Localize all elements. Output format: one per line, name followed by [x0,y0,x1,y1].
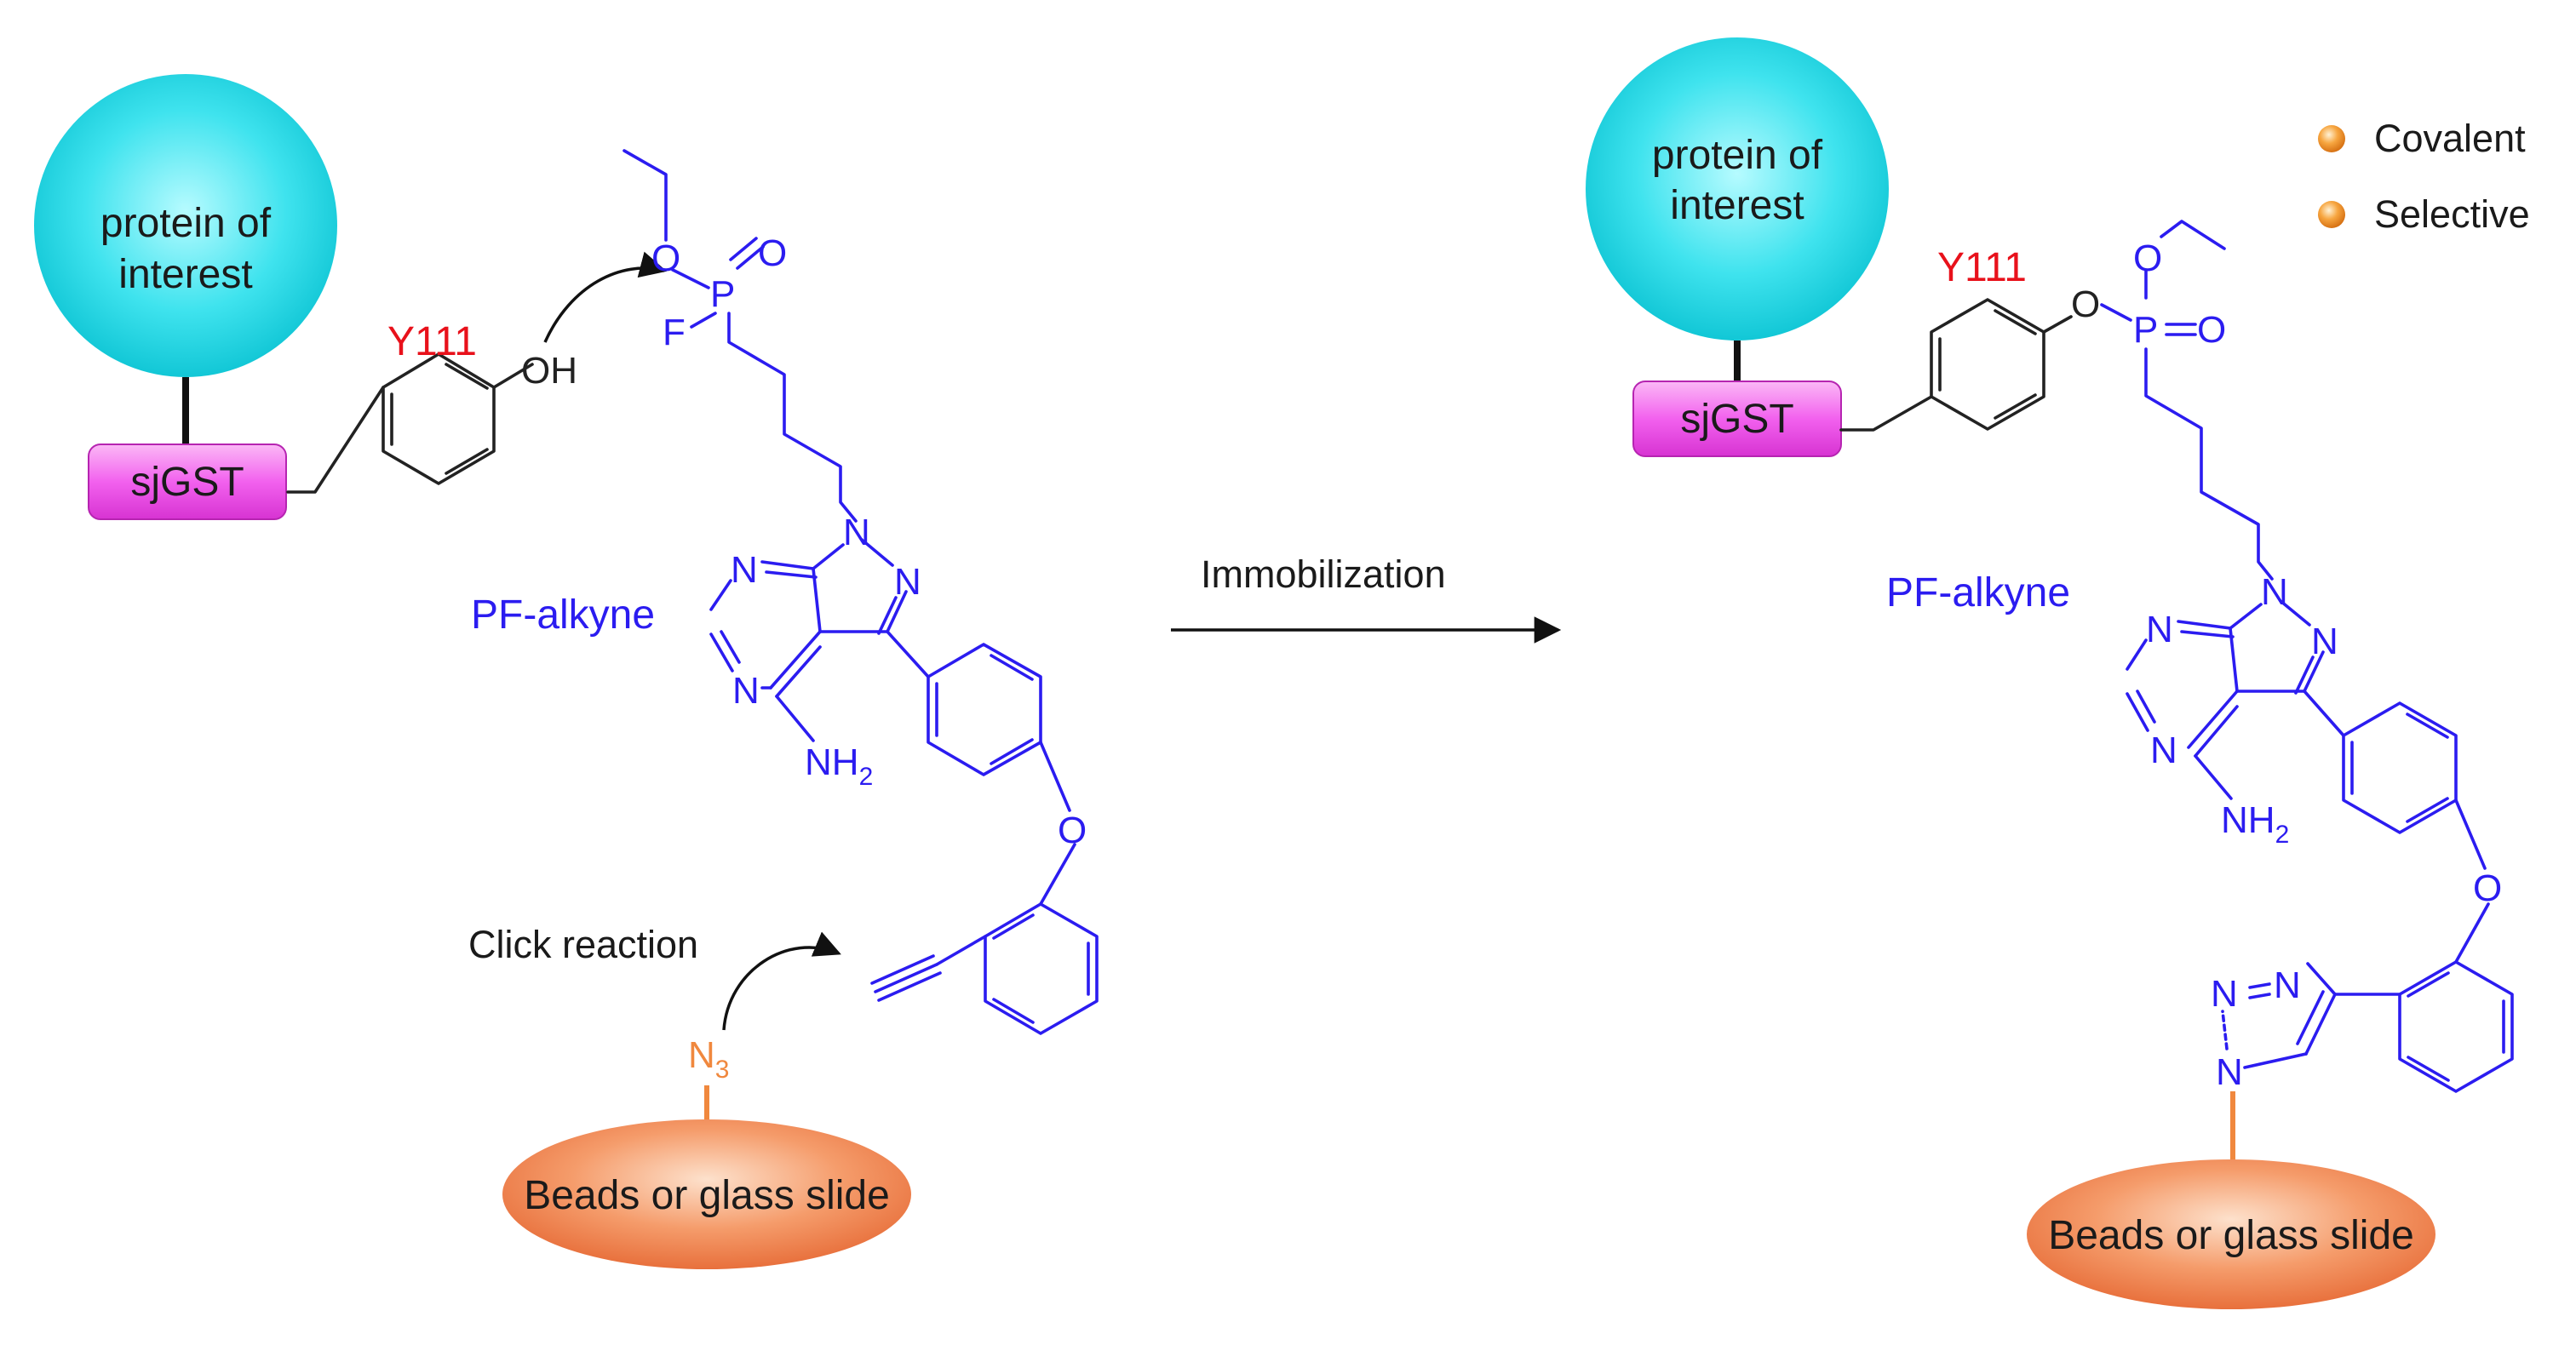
triazole-ring [2221,962,2337,1069]
atom-ether-o: O [1058,810,1087,851]
click-arrow [722,931,841,1031]
bead-right [2027,1159,2435,1309]
atom-o-double: O [758,232,787,274]
bead [502,1119,911,1269]
azide-label: N3 [688,1034,729,1084]
atom-o-double-right: O [2197,309,2226,351]
attack-arrow [543,251,668,343]
bead-label: Beads or glass slide [524,1173,890,1218]
tyrosine-ring [286,352,534,494]
amine-label-right: NH2 [2221,799,2289,849]
legend-dot-selective [2318,201,2345,228]
atom-n4-right: N [2150,730,2177,771]
protein-sphere-right [1586,37,1889,341]
protein-label: protein of [100,201,272,246]
atom-o-link: O [2071,283,2100,325]
atom-n3-right: N [2146,609,2173,650]
right-panel: protein of interest sjGST Y111 O O P O [1586,37,2514,1309]
phosphonate-group-right [2100,220,2274,581]
probe-name: PF-alkyne [471,592,655,638]
sjgst-tag [88,444,287,520]
phenyl-ring-2 [935,902,1099,1035]
atom-n4: N [732,670,760,712]
left-panel: protein of interest sjGST Y111 OH [34,74,1099,1269]
legend-dot-covalent [2318,125,2345,152]
hydroxyl-label: OH [521,350,577,392]
atom-n1-right: N [2261,571,2288,613]
bead-label-right: Beads or glass slide [2048,1213,2414,1258]
pyrazolopyrimidine-core [709,538,930,742]
legend-covalent: Covalent [2374,117,2526,160]
immobilization-label: Immobilization [1201,552,1446,596]
phosphonate-group [622,149,858,523]
atom-o-up: O [2133,238,2162,279]
atom-n2-right: N [2311,621,2338,662]
residue-label: Y111 [387,319,477,364]
pyrazolopyrimidine-core-right [2126,599,2345,800]
legend-selective: Selective [2374,192,2530,236]
atom-p-right: P [2133,309,2158,351]
atom-n3: N [731,549,758,591]
atom-n2: N [894,561,921,603]
atom-f: F [663,312,686,353]
atom-ether-o-right: O [2473,867,2502,909]
atom-triazole-n3: N [2216,1051,2243,1093]
atom-triazole-n1: N [2211,973,2238,1015]
immobilization-step: Immobilization [1171,552,1562,644]
protein-label-line2: interest [118,252,252,297]
protein-label-right: protein of [1652,133,1823,178]
sjgst-label-right: sjGST [1680,397,1793,442]
click-reaction-label: Click reaction [468,923,698,966]
phenyl-ring-2-right [2333,960,2514,1093]
probe-name-right: PF-alkyne [1886,570,2070,615]
amine-label: NH2 [805,741,873,791]
sjgst-label: sjGST [130,460,244,505]
phenyl-ring-1-right [2342,701,2490,964]
residue-label-right: Y111 [1937,245,2027,290]
atom-o-ester: O [651,238,680,279]
phenyl-ring-1 [927,643,1076,906]
sjgst-tag-right [1632,381,1842,457]
tyrosine-ring-right [1839,298,2073,432]
atom-n1: N [843,512,870,553]
legend: Covalent Selective [2318,117,2530,236]
alkyne-group [870,954,942,1002]
protein-sphere [34,74,337,377]
atom-p: P [710,273,735,315]
protein-label-right-line2: interest [1670,183,1804,228]
atom-triazole-n2: N [2274,964,2301,1006]
